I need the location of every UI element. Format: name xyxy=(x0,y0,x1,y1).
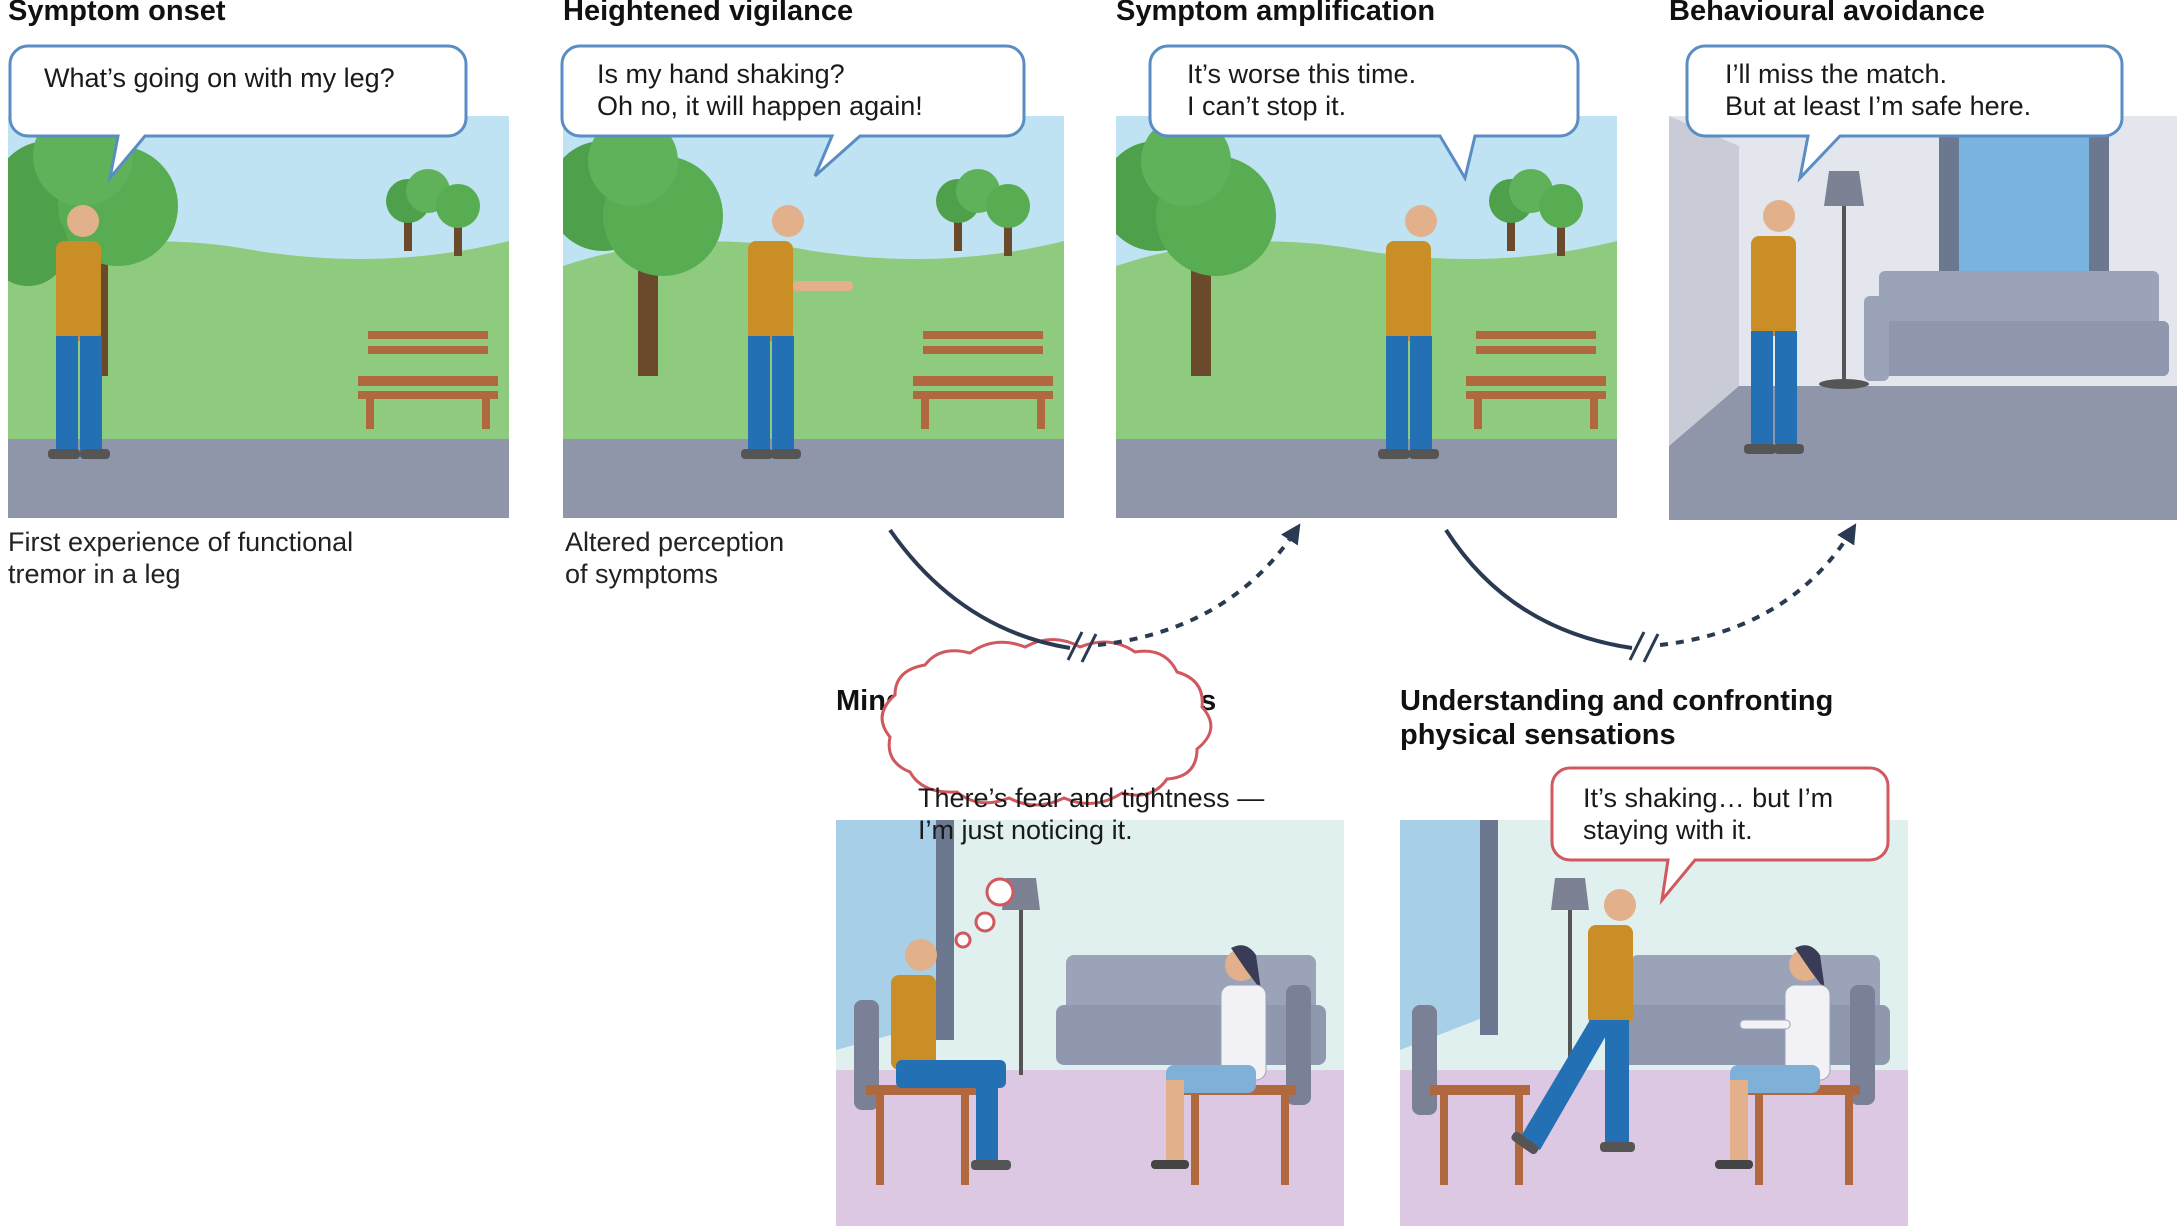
chair-icon xyxy=(854,1000,976,1185)
panel-symptom-onset xyxy=(8,116,509,518)
curved-arrow-dashed xyxy=(1659,523,1857,647)
panel-mindful-emotion-awareness xyxy=(836,820,1344,1226)
sofa-icon xyxy=(1620,955,1890,1065)
speech-text-behavioural-avoidance: I’ll miss the match. But at least I’m sa… xyxy=(1725,58,2031,122)
panel-behavioural-avoidance xyxy=(1669,116,2177,520)
break-mark xyxy=(1066,631,1098,663)
thought-text-mindful: There’s fear and tightness — I’m just no… xyxy=(918,782,1264,846)
speech-line: I can’t stop it. xyxy=(1187,91,1347,121)
man-figure-icon xyxy=(891,939,1011,1170)
man-figure-icon xyxy=(1378,205,1439,459)
curved-arrow-dashed xyxy=(1097,523,1301,647)
speech-line: It’s worse this time. xyxy=(1187,59,1417,89)
man-figure-icon xyxy=(1744,200,1804,454)
bench-icon xyxy=(913,331,1053,429)
curved-arrow-solid xyxy=(888,528,1071,650)
speech-line: staying with it. xyxy=(1583,815,1753,845)
thought-line: I’m just noticing it. xyxy=(918,815,1133,845)
room-scene xyxy=(1669,116,2177,520)
heading-heightened-vigilance: Heightened vigilance xyxy=(563,0,854,27)
caption-heightened-vigilance: Altered perception of symptoms xyxy=(565,526,784,590)
heading-symptom-onset: Symptom onset xyxy=(8,0,226,27)
speech-line: Oh no, it will happen again! xyxy=(597,91,923,121)
park-scene xyxy=(8,116,509,518)
speech-text-symptom-onset: What’s going on with my leg? xyxy=(44,62,395,94)
speech-line: It’s shaking… but I’m xyxy=(1583,783,1834,813)
park-scene xyxy=(1116,116,1617,518)
heading-mindful-emotion-awareness: Mindful emotion awareness xyxy=(836,685,1217,717)
tree-icon xyxy=(936,169,1030,256)
caption-line: tremor in a leg xyxy=(8,559,181,589)
speech-line: I’ll miss the match. xyxy=(1725,59,1948,89)
speech-line: But at least I’m safe here. xyxy=(1725,91,2032,121)
heading-symptom-amplification: Symptom amplification xyxy=(1116,0,1436,27)
caption-line: of symptoms xyxy=(565,559,719,589)
bench-icon xyxy=(358,331,498,429)
park-scene xyxy=(563,116,1064,518)
heading-behavioural-avoidance: Behavioural avoidance xyxy=(1669,0,1985,27)
sofa-icon xyxy=(1056,955,1326,1065)
break-mark xyxy=(1628,631,1660,663)
caption-line: Altered perception xyxy=(565,527,785,557)
panel-heightened-vigilance xyxy=(563,116,1064,518)
window-icon xyxy=(1400,820,1498,1050)
caption-symptom-onset: First experience of functional tremor in… xyxy=(8,526,353,590)
heading-line-1: Understanding and confronting xyxy=(1400,685,1834,717)
man-figure-icon xyxy=(741,205,853,459)
speech-text-confronting: It’s shaking… but I’m staying with it. xyxy=(1583,782,1833,846)
speech-line: Is my hand shaking? xyxy=(597,59,845,89)
caption-line: First experience of functional xyxy=(8,527,354,557)
sofa-icon xyxy=(1864,271,2169,381)
therapist-figure-icon xyxy=(1151,945,1267,1169)
man-figure-icon xyxy=(48,205,110,459)
speech-text-symptom-amplification: It’s worse this time. I can’t stop it. xyxy=(1187,58,1416,122)
thought-line: There’s fear and tightness — xyxy=(918,783,1265,813)
heading-understanding-confronting: Understanding and confronting physical s… xyxy=(1400,684,1833,752)
panel-understanding-confronting xyxy=(1400,820,1908,1226)
panel-symptom-amplification xyxy=(1116,116,1617,518)
speech-line: What’s going on with my leg? xyxy=(44,63,395,93)
heading-line-2: physical sensations xyxy=(1400,719,1676,751)
bench-icon xyxy=(1466,331,1606,429)
curved-arrow-solid xyxy=(1444,528,1633,650)
therapy-room-scene xyxy=(836,820,1344,1226)
therapist-figure-icon xyxy=(1715,945,1831,1169)
therapy-room-scene xyxy=(1400,820,1908,1226)
speech-text-heightened-vigilance: Is my hand shaking? Oh no, it will happe… xyxy=(597,58,923,122)
